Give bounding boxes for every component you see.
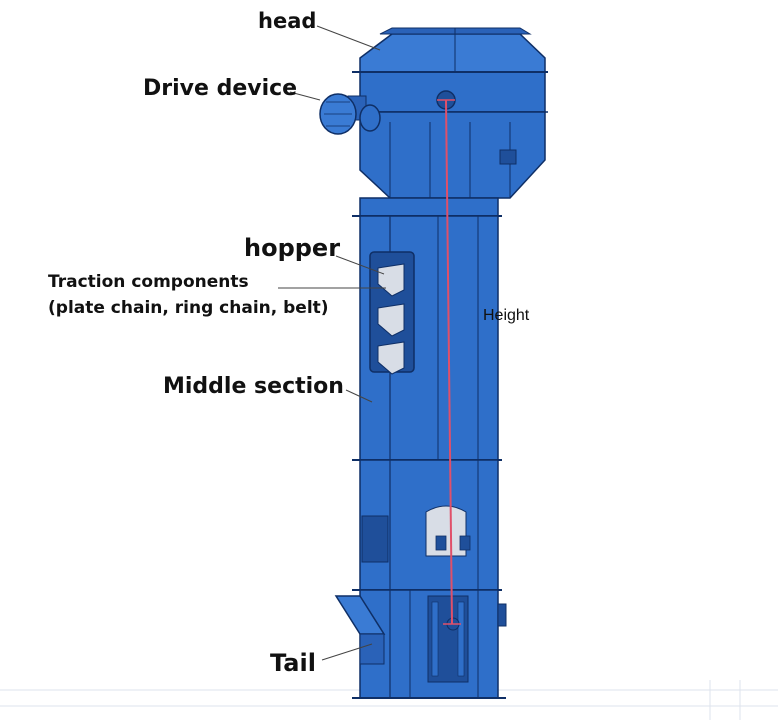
height-indicator	[437, 99, 461, 625]
label-tail: Tail	[270, 649, 316, 677]
leader-lines	[278, 25, 386, 661]
drive-motor	[319, 93, 381, 135]
label-hopper: hopper	[244, 234, 341, 262]
label-head: head	[258, 9, 317, 33]
label-drive-device: Drive device	[143, 76, 298, 101]
label-traction-line1: Traction components	[48, 272, 249, 292]
label-middle-section: Middle section	[163, 374, 344, 399]
hopper-buckets	[377, 263, 405, 375]
label-traction-line2: (plate chain, ring chain, belt)	[48, 298, 329, 318]
elevator-transition	[352, 197, 502, 217]
elevator-head	[352, 27, 548, 199]
elevator-tail	[334, 589, 507, 699]
elevator-lower-section	[352, 459, 502, 591]
elevator-middle-section	[352, 215, 502, 461]
label-height: Height	[483, 307, 530, 324]
